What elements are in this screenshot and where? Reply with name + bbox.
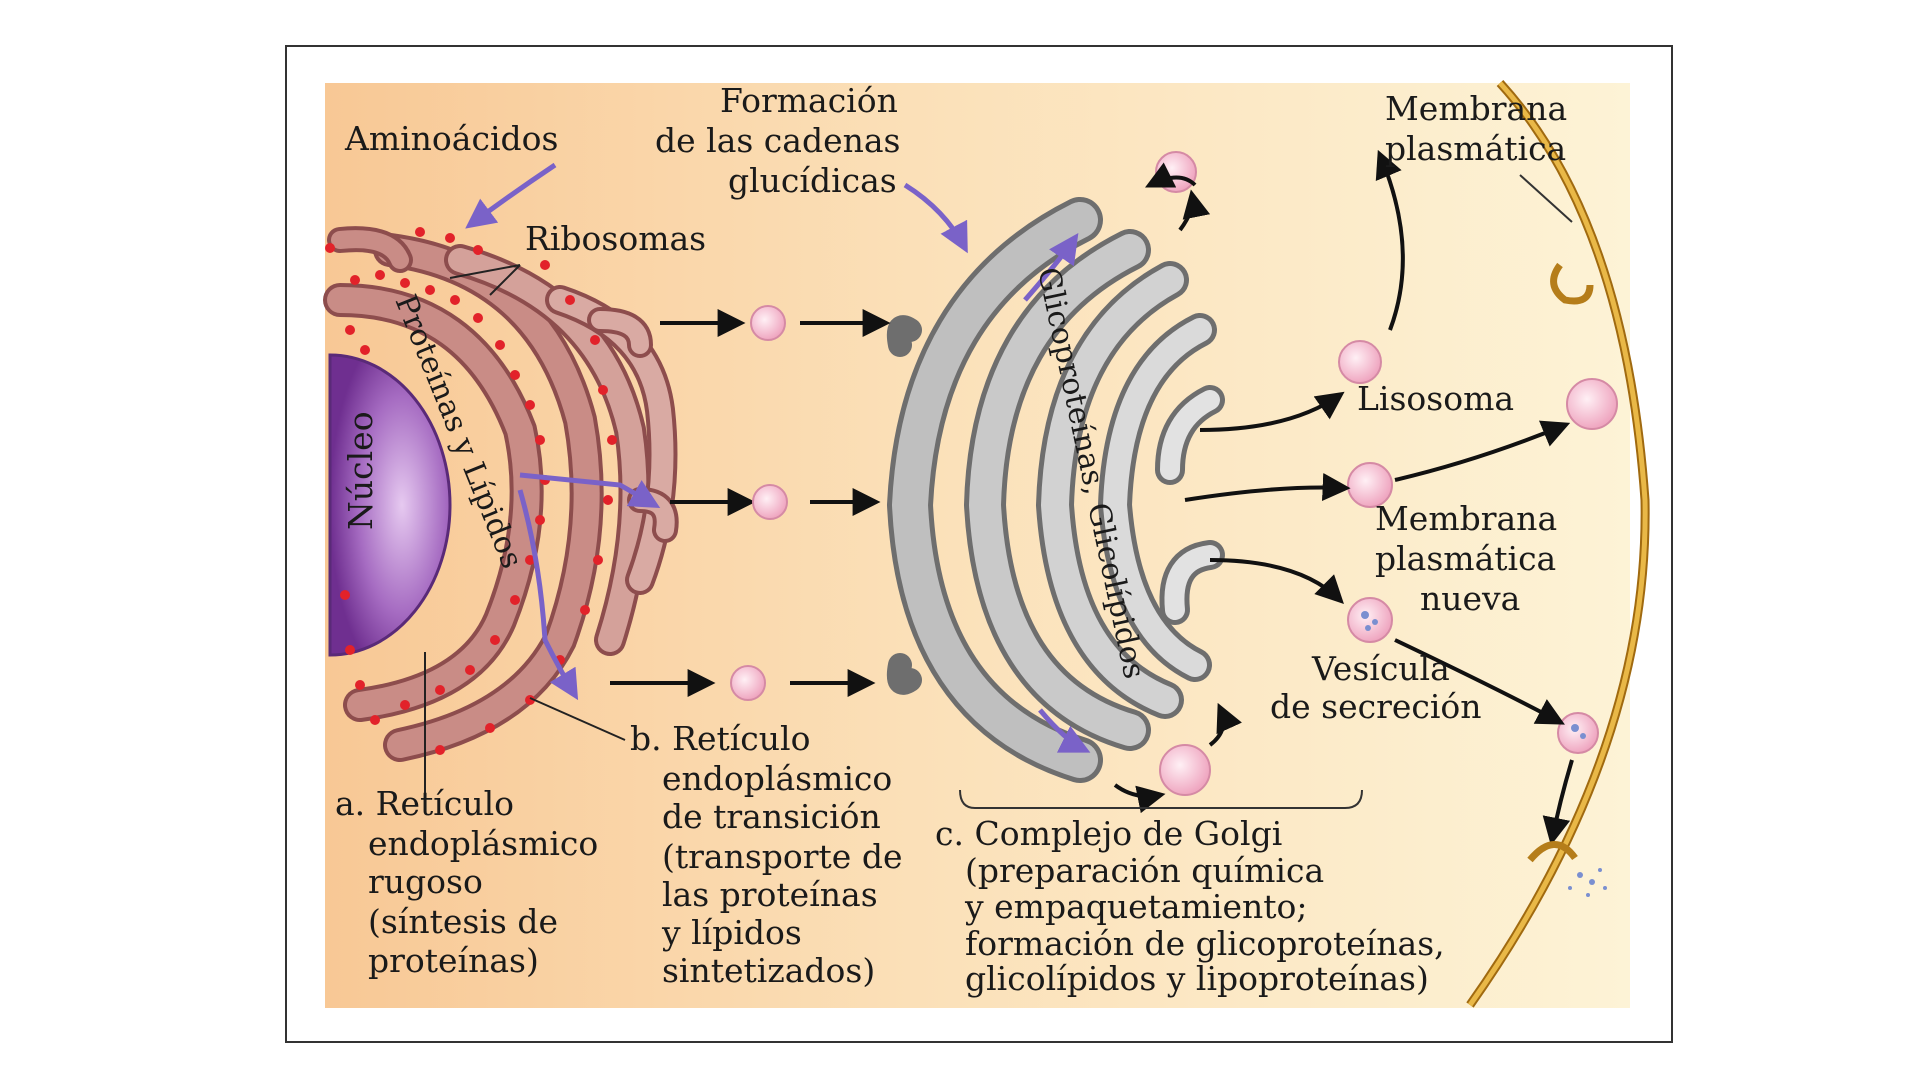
label-formacion-line: Formación — [720, 81, 898, 120]
membrane-pointer — [1519, 174, 1573, 223]
label-rugoso-line: rugoso — [368, 862, 483, 901]
secretion-granules — [1361, 611, 1607, 897]
label-rugoso-line: a. Retículo — [335, 784, 514, 823]
transport-arrows — [610, 309, 891, 697]
label-golgi-line: formación de glicoproteínas, — [965, 924, 1445, 963]
label-transicion-line: y lípidos — [661, 913, 802, 952]
vesicle-icon — [730, 151, 1618, 796]
label-ribosomas: Ribosomas — [525, 219, 706, 258]
label-formacion-line: de las cadenas — [655, 121, 900, 160]
membrane-icon — [1466, 79, 1650, 1008]
label-vesicula: Vesícula de secreción — [1270, 649, 1482, 726]
label-membrana-line: plasmática — [1385, 129, 1566, 168]
label-transicion-line: las proteínas — [662, 875, 878, 914]
label-membrana-nueva-line: nueva — [1420, 579, 1520, 618]
nucleus-icon — [328, 353, 452, 657]
label-membrana-nueva-line: Membrana — [1375, 499, 1557, 538]
label-reticulo-transicion: b. Retículo endoplásmico de transición (… — [630, 719, 902, 990]
golgi-pathway-arrows — [1023, 233, 1091, 753]
label-transicion-line: sintetizados) — [662, 951, 875, 990]
label-membrana-nueva: Membrana plasmática nueva — [1375, 499, 1557, 618]
label-transicion-line: endoplásmico — [662, 759, 892, 798]
label-arrows — [465, 162, 968, 254]
label-membrana-nueva-line: plasmática — [1375, 539, 1556, 578]
label-membrana-line: Membrana — [1385, 89, 1567, 128]
label-golgi-line: glicolípidos y lipoproteínas) — [965, 959, 1429, 998]
label-rugoso-line: proteínas) — [368, 941, 539, 980]
label-reticulo-rugoso: a. Retículo endoplásmico rugoso (síntesi… — [335, 784, 598, 980]
label-vesicula-line: de secreción — [1270, 687, 1482, 726]
label-membrana-plasmatica: Membrana plasmática — [1385, 89, 1567, 168]
label-golgi-line: (preparación química — [965, 851, 1324, 890]
label-rugoso-line: endoplásmico — [368, 824, 598, 863]
label-golgi: c. Complejo de Golgi (preparación químic… — [935, 814, 1445, 998]
label-lisosoma: Lisosoma — [1357, 379, 1514, 418]
label-formacion-line: glucídicas — [728, 161, 897, 200]
golgi-icon — [886, 197, 1225, 783]
label-rugoso-line: (síntesis de — [368, 902, 558, 941]
label-nucleo: Núcleo — [341, 411, 380, 530]
golgi-brace — [959, 789, 1363, 809]
label-formacion: Formación de las cadenas glucídicas — [655, 81, 900, 200]
rough-er — [323, 226, 679, 762]
reticulo-pointers — [424, 652, 626, 800]
label-golgi-line: c. Complejo de Golgi — [935, 814, 1282, 853]
label-golgi-line: y empaquetamiento; — [964, 887, 1307, 926]
label-transicion-line: b. Retículo — [630, 719, 810, 758]
label-transicion-line: de transición — [662, 797, 881, 836]
label-transicion-line: (transporte de — [662, 837, 902, 876]
ribosome-pointers — [449, 264, 521, 296]
ribosome-icon — [325, 227, 617, 755]
golgi-exit-arrows — [1113, 149, 1574, 846]
er-pathway-arrows — [517, 472, 661, 701]
label-aminoacidos: Aminoácidos — [344, 119, 558, 158]
label-vesicula-line: Vesícula — [1311, 649, 1450, 688]
